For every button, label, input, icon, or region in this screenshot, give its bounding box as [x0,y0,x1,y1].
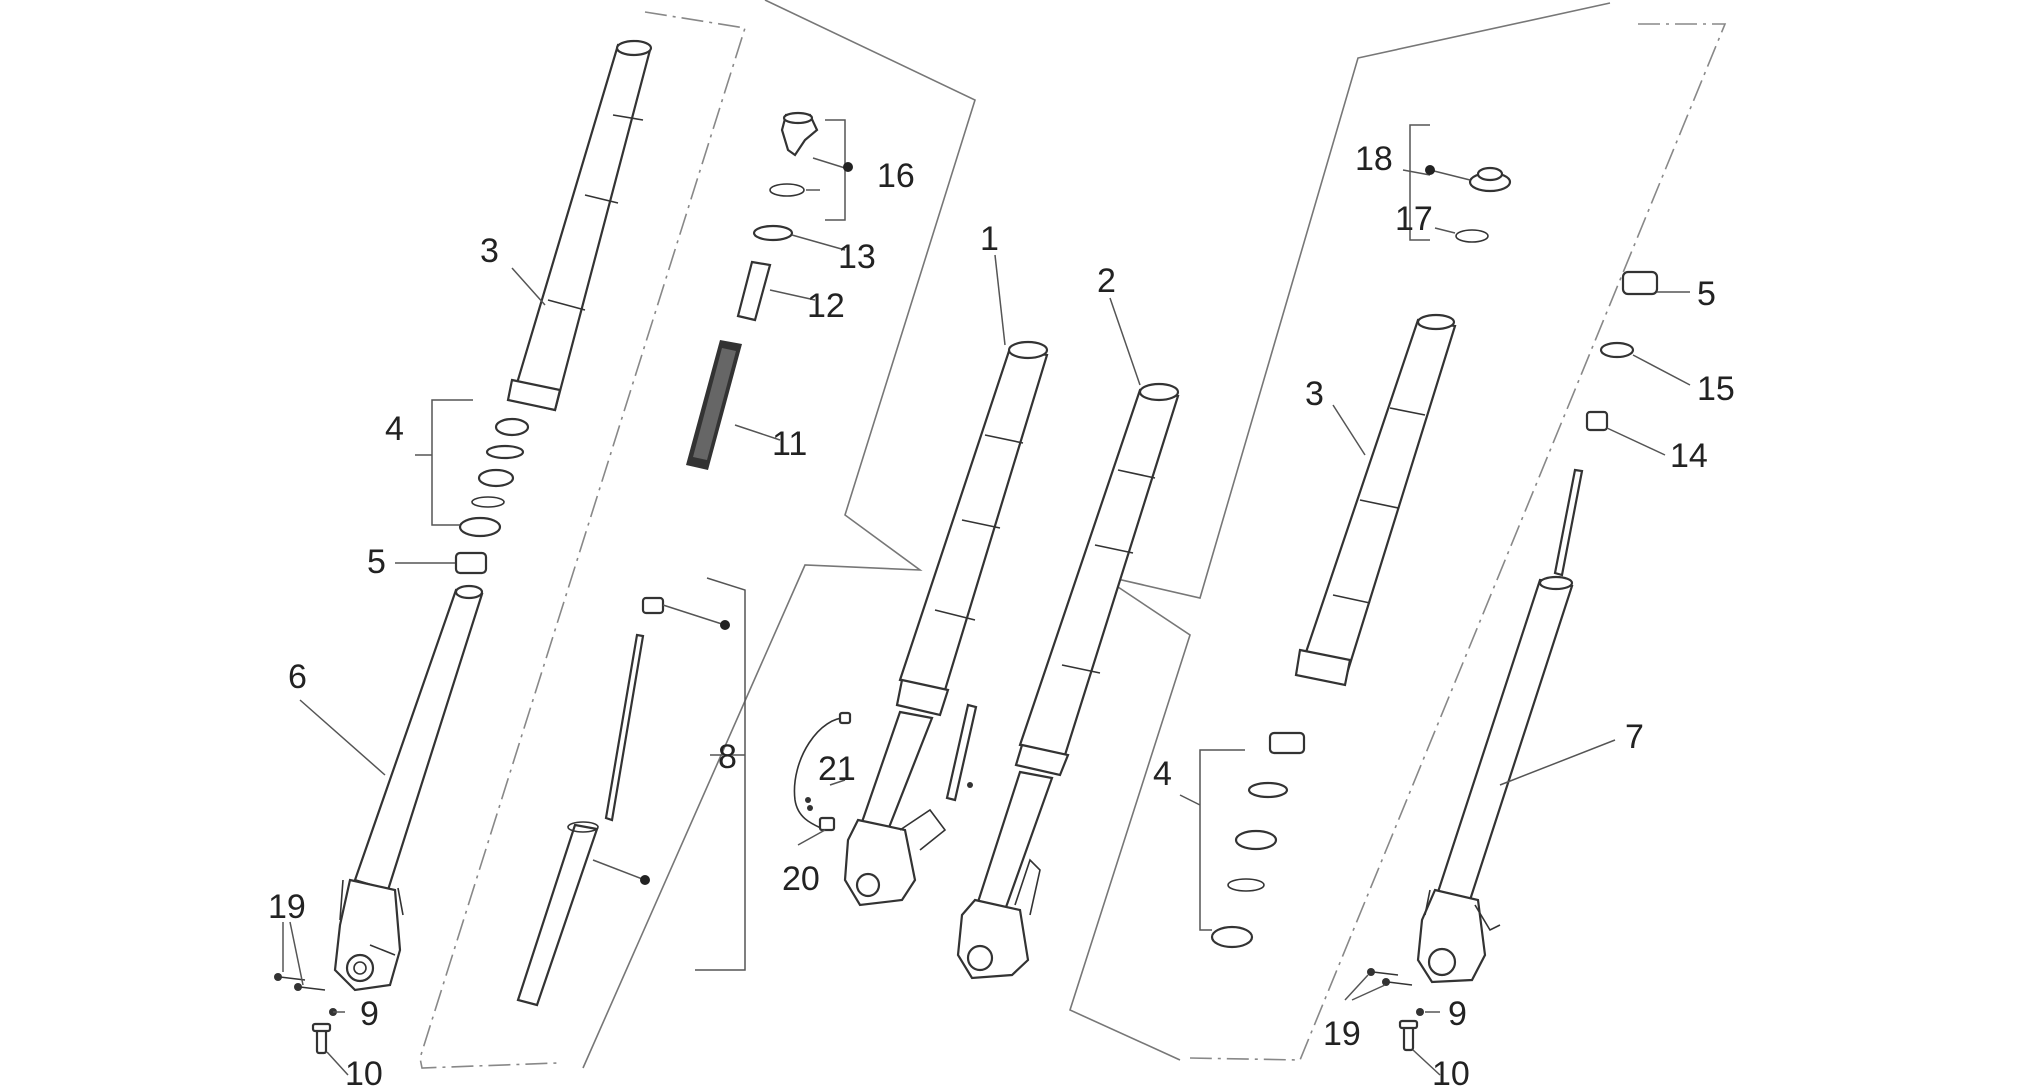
label-4-left: 4 [385,410,404,448]
right-fork-assembly [1210,166,1512,949]
left-seal-2 [477,468,515,488]
abs-sensor-cable [793,717,849,831]
right-bushing [1268,731,1306,755]
assembled-fork-2 [945,382,1180,980]
left-inner-tube [353,588,484,892]
left-seal-3 [458,516,502,538]
cartridge-nut [641,596,665,615]
right-panel-frame [1069,2,1611,1061]
fork-1-foot [843,818,917,907]
right-top-bushing [1621,270,1659,296]
label-19-right: 19 [1323,1015,1361,1053]
label-9-right: 9 [1448,995,1467,1033]
spacer-tube [736,260,772,322]
label-14: 14 [1670,437,1708,475]
left-fork-assembly [274,39,653,1055]
right-outer-tube [1298,318,1457,682]
right-screw-19a [1372,971,1399,976]
cartridge-rod [604,633,645,822]
label-10-right: 10 [1432,1055,1470,1088]
label-4-right: 4 [1153,755,1172,793]
abs-sensor [818,816,836,832]
label-19-left: 19 [268,888,306,926]
left-outer-tube [510,43,652,412]
label-8: 8 [718,738,737,776]
part-labels: 1 2 3 3 4 4 5 5 6 7 8 9 9 10 10 11 12 13… [268,140,1735,1088]
left-ring-1 [485,444,525,460]
right-top-cap-oring [1455,229,1489,243]
label-2: 2 [1097,262,1116,300]
cartridge-body [516,823,599,1007]
cartridge-assembly [516,111,819,1007]
right-inner-tube [1436,578,1574,902]
right-seal-2 [1210,925,1254,949]
label-6: 6 [288,658,307,696]
middle-panel-frame [582,0,976,1069]
label-16: 16 [877,157,915,195]
left-panel-frame [419,11,747,1069]
label-9-left: 9 [360,995,379,1033]
left-outer-tube-top [615,39,653,57]
sensor-bracket [945,703,978,802]
label-7: 7 [1625,718,1644,756]
right-seal-1 [1234,829,1278,851]
label-11: 11 [772,425,807,463]
reference-dots [640,162,1435,885]
right-washer-9 [1416,1008,1424,1016]
label-17: 17 [1395,200,1433,238]
top-cap-oring [769,183,805,197]
left-screw-19a [279,976,306,981]
label-13: 13 [838,238,876,276]
label-5-right: 5 [1697,275,1716,313]
spring-seat [752,224,794,242]
right-inner-assembly [1367,270,1659,1052]
label-21: 21 [818,750,856,788]
left-bushing [454,551,488,575]
fork-2-foot [956,898,1030,980]
left-seal-1 [494,417,530,437]
label-5-left: 5 [367,543,386,581]
label-20: 20 [782,860,820,898]
right-panel-dash-frame [1189,23,1727,1061]
label-10-left: 10 [345,1055,383,1088]
right-nut [1585,410,1609,432]
label-1: 1 [980,220,999,258]
right-ring-1 [1247,781,1289,799]
right-washer [1599,341,1635,359]
label-12: 12 [807,287,845,325]
label-3-left: 3 [480,232,499,270]
label-18: 18 [1355,140,1393,178]
label-15: 15 [1697,370,1735,408]
leader-lines [282,119,1691,1076]
fork-spring [686,340,742,470]
label-3-right: 3 [1305,375,1324,413]
assembled-fork-1 [793,340,1049,907]
